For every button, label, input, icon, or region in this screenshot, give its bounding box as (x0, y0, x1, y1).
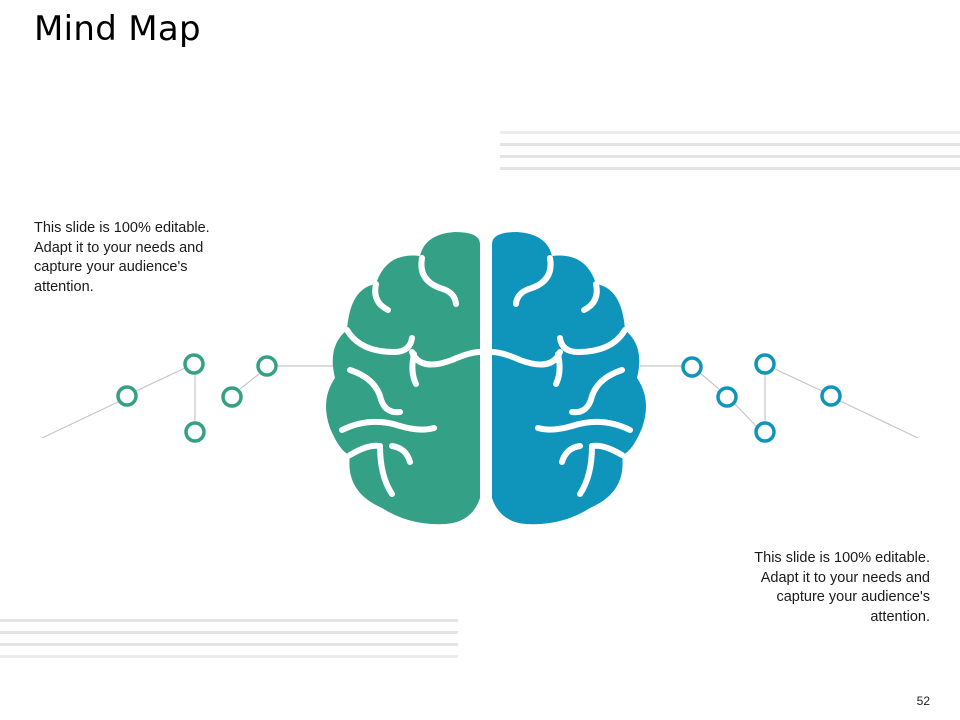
node-circle (184, 421, 206, 443)
node-circle (754, 421, 776, 443)
right-folds (489, 255, 633, 497)
page-number: 52 (916, 694, 930, 708)
left-folds (339, 255, 483, 497)
right-node-network (640, 365, 919, 439)
node-circle (221, 386, 243, 408)
brain-icon (326, 232, 646, 525)
node-circle (820, 385, 842, 407)
bottom-left-stripes (0, 619, 458, 658)
left-nodes (116, 353, 278, 443)
left-hemisphere (326, 232, 480, 525)
node-circle (716, 386, 738, 408)
node-circle (754, 353, 776, 375)
left-node-network (41, 365, 335, 439)
node-circle (681, 356, 703, 378)
top-right-stripes (500, 131, 960, 170)
right-hemisphere (492, 232, 646, 525)
right-nodes (681, 353, 842, 443)
node-circle (183, 353, 205, 375)
node-circle (256, 355, 278, 377)
node-circle (116, 385, 138, 407)
left-text-box: This slide is 100% editable. Adapt it to… (34, 220, 210, 295)
slide-title: Mind Map (34, 9, 201, 49)
right-text-box: This slide is 100% editable. Adapt it to… (754, 550, 930, 625)
